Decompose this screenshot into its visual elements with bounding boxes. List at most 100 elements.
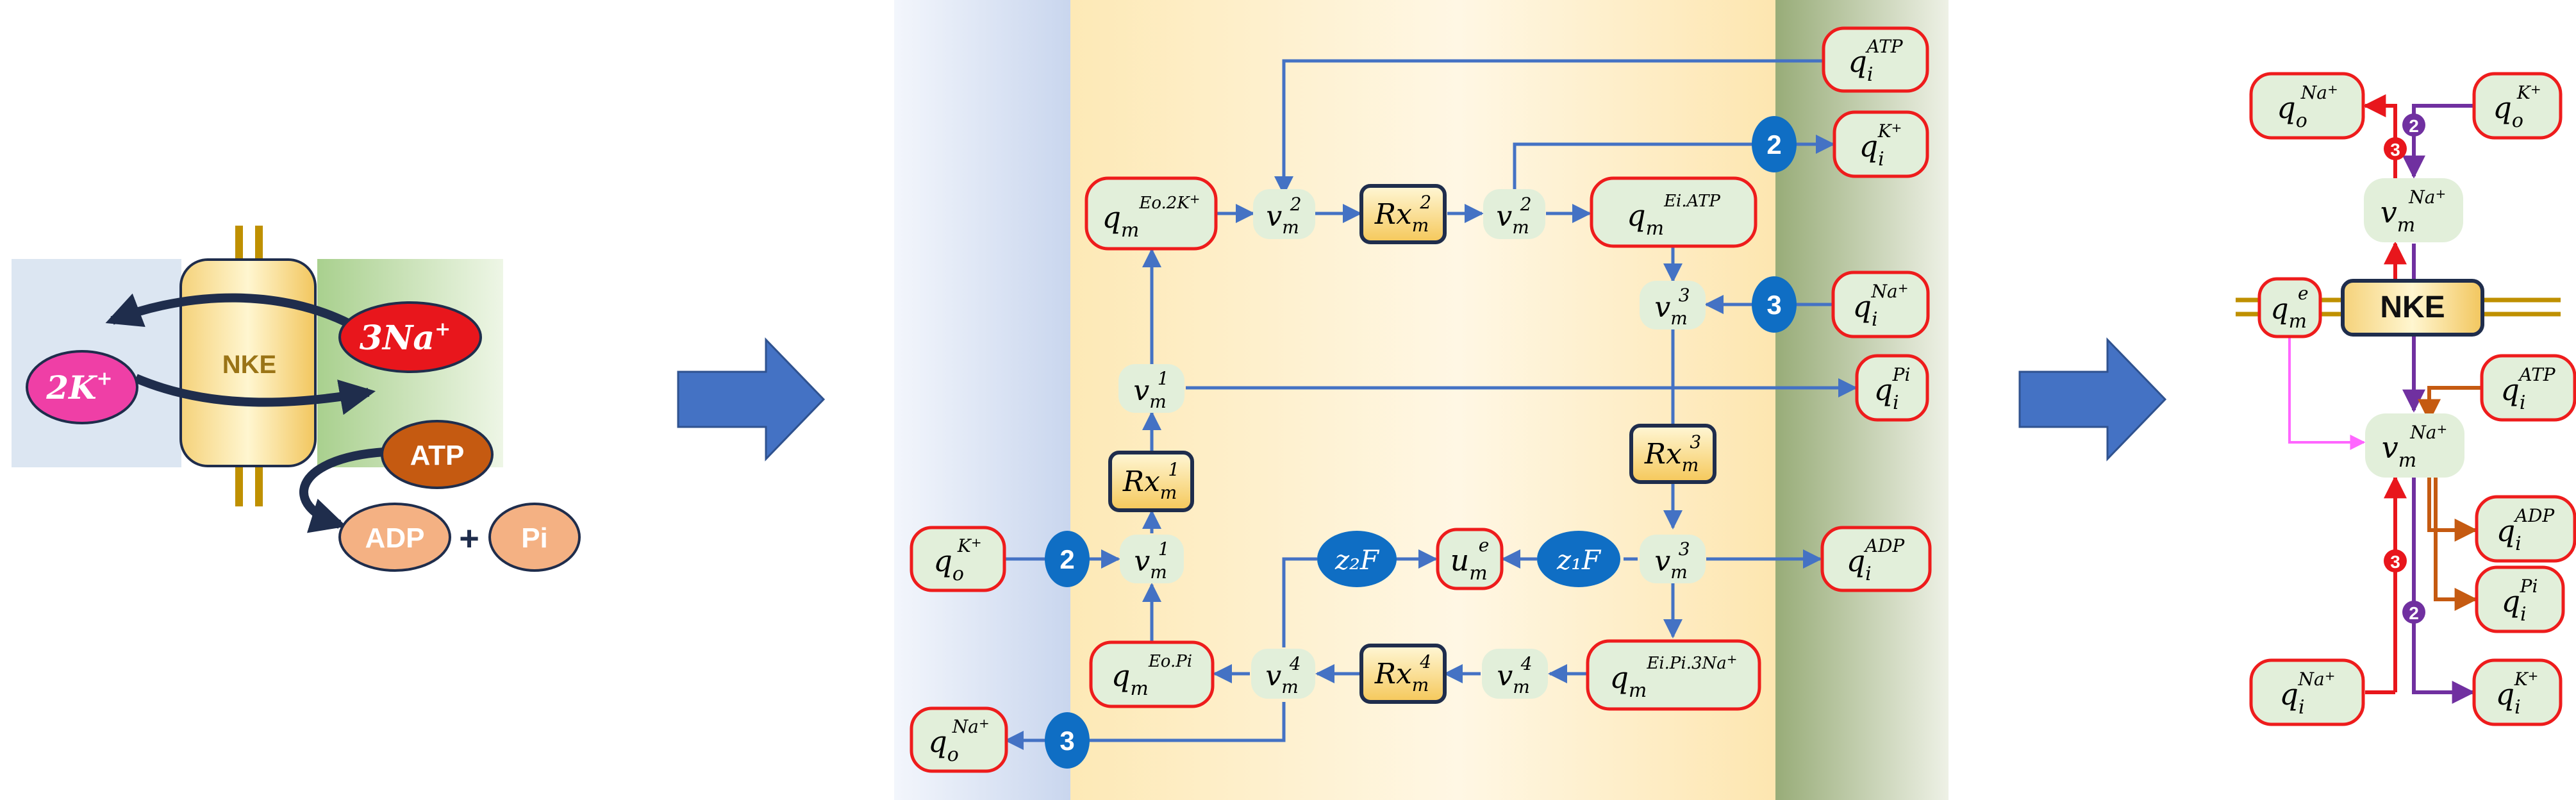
transition-arrow-2 <box>2018 337 2167 462</box>
node-v-m1-a: vm1 <box>1118 364 1184 413</box>
node-q-m-EiATP: qmEi.ATP <box>1590 176 1757 248</box>
node-q-i-Na: qiNa+ <box>1831 271 1930 338</box>
node-v-m4-b: vm4 <box>1482 649 1548 699</box>
nke-pump-body <box>179 258 317 467</box>
svg-text:vm4: vm4 <box>1497 653 1532 697</box>
atp-flux-qiATP-to-vm <box>2418 386 2480 422</box>
node-c-q-m-e: qme <box>2257 277 2322 338</box>
svg-text:z₂F: z₂F <box>1334 544 1380 576</box>
node-c-nke-pump: NKE <box>2341 279 2484 337</box>
node-u-m-e: ume <box>1436 528 1504 590</box>
sodium-ion-label: 3Na+ <box>360 318 451 358</box>
edge-vm4-to-z2F <box>1282 557 1317 647</box>
edge-vm4-to-qoNa <box>1004 702 1286 750</box>
node-z1F: z₁F <box>1537 531 1620 587</box>
node-c-q-i-Na: qiNa+ <box>2249 658 2365 726</box>
k-flux-to-qiK <box>2412 478 2475 704</box>
node-Rx-m1: Rxm1 <box>1108 451 1194 512</box>
plus-sign: + <box>459 519 479 558</box>
edge-qiATP-to-vm2 <box>1274 59 1824 196</box>
node-v-m4-a: vm4 <box>1251 649 1315 699</box>
svg-text:vm1: vm1 <box>1133 368 1168 412</box>
node-v-m1-b: vm1 <box>1120 535 1184 583</box>
node-c-v-m-Na-bot: vmNa+ <box>2365 413 2464 478</box>
node-Rx-m2: Rxm2 <box>1359 184 1447 244</box>
node-v-m2-b: vm2 <box>1483 189 1545 239</box>
svg-text:qmEo.Pi: qmEo.Pi <box>1111 652 1192 700</box>
node-q-m-EiPi3Na: qmEi.Pi.3Na+ <box>1586 639 1761 711</box>
node-v-m3-a: vm3 <box>1640 281 1706 329</box>
svg-text:NKE: NKE <box>2380 290 2445 324</box>
svg-text:qiADP: qiADP <box>2497 505 2555 555</box>
pi-flux-vm-to-qiPi <box>2434 478 2478 611</box>
membrane-stub-bottom-right <box>255 463 263 506</box>
svg-text:3: 3 <box>2390 552 2400 572</box>
transition-arrow-1 <box>677 337 826 462</box>
svg-text:2: 2 <box>1059 544 1074 574</box>
svg-text:vm2: vm2 <box>1266 194 1301 238</box>
svg-text:2: 2 <box>2409 603 2419 623</box>
svg-text:2: 2 <box>1766 129 1781 160</box>
pi-label: Pi <box>521 522 548 554</box>
stoich-2-qoK: 2 <box>1045 531 1090 587</box>
membrane-stub-top-right <box>255 226 263 264</box>
svg-text:vmNa+: vmNa+ <box>2382 421 2447 472</box>
membrane-stub-bottom-left <box>235 463 243 506</box>
edge-vm2-to-qiK <box>1513 135 1835 192</box>
node-c-q-i-Pi: qiPi <box>2475 565 2565 633</box>
badge-3-bottom: 3 <box>2384 549 2407 572</box>
node-z2F: z₂F <box>1317 531 1397 587</box>
pi-ellipse <box>488 503 581 572</box>
svg-text:3: 3 <box>1059 726 1074 756</box>
k-flux-qoK-to-vm <box>2402 104 2473 179</box>
node-q-i-ADP: qiADP <box>1820 526 1932 592</box>
svg-text:qiNa+: qiNa+ <box>1852 280 1908 331</box>
svg-text:qiADP: qiADP <box>1847 535 1906 585</box>
svg-text:qiPi: qiPi <box>1874 364 1911 414</box>
svg-text:Rxm3: Rxm3 <box>1644 431 1701 476</box>
svg-text:vm3: vm3 <box>1654 285 1690 329</box>
panel-a-nke-cartoon: NKE 3Na+ 2K+ ATP ADP + Pi <box>12 226 581 572</box>
panel-b-connections <box>1004 59 1857 750</box>
node-q-i-K: qiK+ <box>1832 110 1929 178</box>
potassium-ion-label: 2K+ <box>46 367 112 406</box>
node-q-i-Pi: qiPi <box>1855 354 1929 422</box>
node-q-m-EoPi: qmEo.Pi <box>1089 640 1215 708</box>
badge-3-top: 3 <box>2384 137 2407 160</box>
svg-text:qoK+: qoK+ <box>2493 81 2541 132</box>
svg-text:Rxm4: Rxm4 <box>1374 651 1431 696</box>
node-q-o-Na: qoNa+ <box>910 706 1008 773</box>
svg-text:ume: ume <box>1450 535 1490 585</box>
sodium-ion-ellipse <box>338 301 482 373</box>
svg-text:qiK+: qiK+ <box>2496 668 2539 719</box>
potassium-ion-ellipse <box>26 350 138 424</box>
charge-flux-qme-to-vm <box>2288 337 2366 450</box>
k-influx-arrow <box>134 374 376 415</box>
svg-text:qiATP: qiATP <box>2500 364 2555 414</box>
node-c-v-m-Na-top: vmNa+ <box>2364 178 2463 242</box>
svg-text:qmEi.Pi.3Na+: qmEi.Pi.3Na+ <box>1609 651 1737 702</box>
membrane-stub-top-left <box>235 226 243 264</box>
svg-text:qiATP: qiATP <box>1848 36 1903 86</box>
node-c-q-o-K: qoK+ <box>2472 72 2563 140</box>
svg-text:3: 3 <box>2390 140 2400 160</box>
svg-text:vm1: vm1 <box>1134 538 1169 583</box>
na-efflux-arrow <box>105 293 352 328</box>
badge-2-top: 2 <box>2402 113 2425 137</box>
stoich-3-qoNa: 3 <box>1045 712 1090 769</box>
node-q-m-Eo2K: qmEo.2K+ <box>1084 176 1218 251</box>
panel-b-bond-graph: qmEo.2K+ vm2 Rxm2 vm2 qmEi.ATP qiATP qiK… <box>894 0 1949 800</box>
svg-text:vm4: vm4 <box>1265 653 1300 697</box>
stoich-2-qiK: 2 <box>1752 116 1797 172</box>
svg-text:qmEo.2K+: qmEo.2K+ <box>1102 191 1200 242</box>
node-c-q-i-ATP: qiATP <box>2480 354 2576 422</box>
svg-text:qiNa+: qiNa+ <box>2279 668 2335 719</box>
svg-text:3: 3 <box>1766 290 1781 320</box>
stoich-3-qiNa: 3 <box>1752 276 1797 333</box>
svg-text:qme: qme <box>2270 283 2308 333</box>
svg-text:Rxm1: Rxm1 <box>1122 459 1179 503</box>
svg-text:Rxm2: Rxm2 <box>1374 192 1431 236</box>
svg-text:2: 2 <box>2409 116 2419 136</box>
adp-label: ADP <box>365 522 425 554</box>
atp-label: ATP <box>410 440 465 471</box>
